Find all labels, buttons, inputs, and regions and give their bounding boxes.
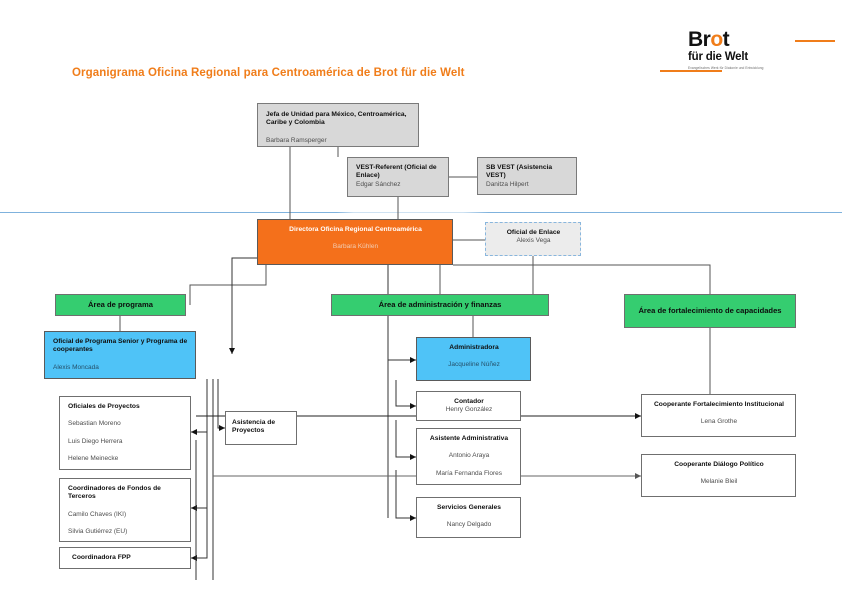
node-title: SB VEST (Asistencia VEST) [486,164,553,180]
node-title: Oficial de Programa Senior y Programa de… [53,338,188,354]
node-area-fortalecimiento-capacidades[interactable]: Área de fortalecimiento de capacidades [624,294,796,328]
node-title: Coordinadora FPP [72,553,131,561]
node-title: Asistencia de Proyectos [232,419,276,435]
node-oficial-de-enlace[interactable]: Oficial de Enlace Alexis Vega [485,222,581,256]
node-cooperante-dialogo-politico[interactable]: Cooperante Diálogo Político Melanie Blei… [641,454,796,497]
node-title: Administradora [449,344,499,351]
node-title: Oficial de Enlace [506,229,561,236]
node-person-name: Henry González [445,406,493,414]
node-person-name: Barbara Kühlen [332,243,379,251]
node-title: Contador [454,398,484,405]
node-person-name: Danitza Hilpert [486,180,529,188]
brot-fuer-die-welt-logo: Brot für die Welt Evangelisches Werk für… [688,28,788,78]
node-coordinadores-fondos-terceros[interactable]: Coordinadores de Fondos de Terceros Cami… [59,478,191,542]
node-person-name-3: Helene Meinecke [68,454,119,462]
node-person-name-1: Camilo Chaves (IKI) [68,510,127,518]
node-person-name: Barbara Ramsperger [266,136,327,144]
node-area-administracion-finanzas[interactable]: Área de administración y finanzas [331,294,549,316]
node-servicios-generales[interactable]: Servicios Generales Nancy Delgado [416,497,521,538]
node-title: Área de fortalecimiento de capacidades [638,306,782,316]
node-directora-regional[interactable]: Directora Oficina Regional Centroamérica… [257,219,453,265]
node-asistente-administrativa[interactable]: Asistente Administrativa Antonio Araya M… [416,428,521,485]
node-person-name: Edgar Sánchez [356,180,401,188]
logo-t: t [722,28,730,51]
node-title: Cooperante Diálogo Político [674,461,764,468]
node-vest-referent[interactable]: VEST-Referent (Oficial de Enlace) Edgar … [347,157,449,197]
logo-br: Br [688,28,711,51]
node-area-programa[interactable]: Área de programa [55,294,186,316]
node-title: Oficiales de Proyectos [68,403,140,410]
node-person-name-2: María Fernanda Flores [435,469,503,477]
node-person-name: Alexis Vega [516,237,551,245]
node-contador[interactable]: Contador Henry González [416,391,521,421]
node-coordinadora-fpp[interactable]: Coordinadora FPP [59,547,191,569]
node-sb-vest[interactable]: SB VEST (Asistencia VEST) Danitza Hilper… [477,157,577,195]
logo-o: o [710,28,723,51]
node-person-name: Nancy Delgado [446,521,492,529]
node-cooperante-fortalecimiento-institucional[interactable]: Cooperante Fortalecimiento Institucional… [641,394,796,437]
logo-tagline: Evangelisches Werk für Diakonie und Entw… [688,66,764,70]
node-jefa-unidad[interactable]: Jefa de Unidad para México, Centroaméric… [257,103,419,147]
node-person-name-2: Luis Diego Herrera [68,437,123,445]
node-person-name-1: Sebastian Moreno [68,420,121,428]
node-title: Área de administración y finanzas [378,300,502,310]
node-administradora[interactable]: Administradora Jacqueline Núñez [416,337,531,381]
node-title: Asistente Administrativa [429,435,509,442]
node-person-name-2: Silvia Gutiérrez (EU) [68,527,128,535]
logo-wordmark: Brot [688,28,788,51]
node-person-name: Lena Grothe [700,418,738,426]
node-person-name: Jacqueline Núñez [448,361,500,369]
node-title: Coordinadores de Fondos de Terceros [68,485,161,501]
logo-rule-right [795,40,835,42]
node-person-name: Melanie Bleil [700,478,738,486]
node-oficial-programa-senior[interactable]: Oficial de Programa Senior y Programa de… [44,331,196,379]
section-divider [0,212,842,213]
node-title: Jefa de Unidad para México, Centroaméric… [266,111,407,127]
page-title: Organigrama Oficina Regional para Centro… [72,67,465,79]
node-asistencia-proyectos[interactable]: Asistencia de Proyectos [225,411,297,445]
node-oficiales-proyectos[interactable]: Oficiales de Proyectos Sebastian Moreno … [59,396,191,470]
node-title: Directora Oficina Regional Centroamérica [289,226,422,233]
node-title: Servicios Generales [437,504,501,511]
logo-rule-left [660,70,722,72]
node-person-name: Alexis Moncada [53,363,99,371]
logo-subline: für die Welt [688,51,749,63]
node-title: Cooperante Fortalecimiento Institucional [653,401,785,408]
node-title: Área de programa [88,300,153,310]
node-person-name-1: Antonio Araya [448,452,490,460]
node-title: VEST-Referent (Oficial de Enlace) [356,164,437,180]
